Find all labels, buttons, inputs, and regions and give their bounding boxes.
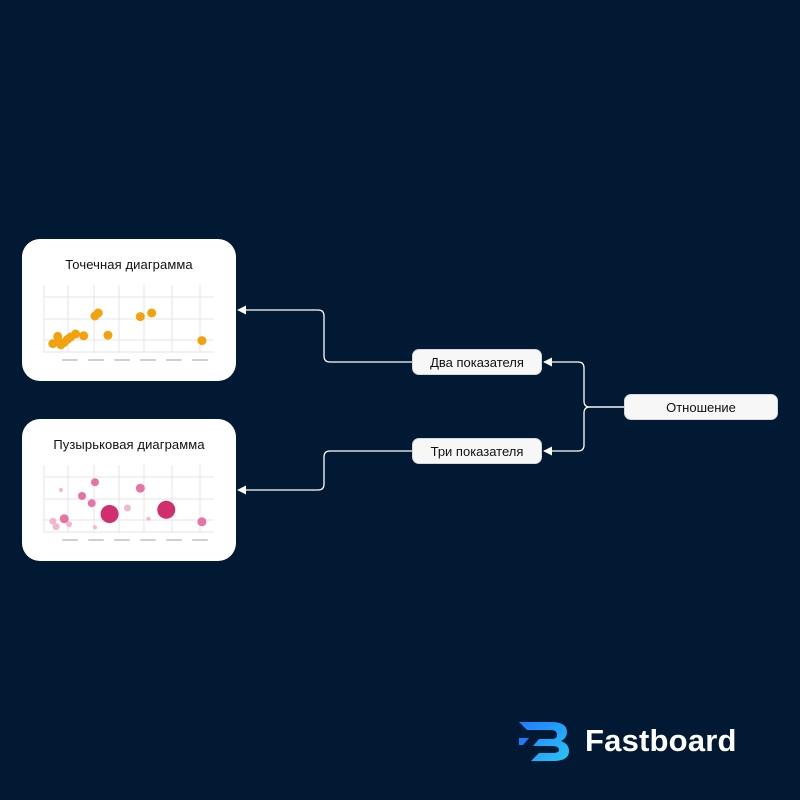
scatter-point (53, 331, 63, 341)
bubble-point (146, 516, 151, 521)
bubble-tick-placeholder (88, 539, 104, 541)
scatter-tick-placeholder (114, 359, 130, 361)
scatter-point (197, 336, 207, 346)
connector-two-to-scatter (237, 305, 412, 363)
bubble-tick-placeholder (62, 539, 78, 541)
bubble-tick-placeholder (140, 539, 156, 541)
bubble-tick-placeholder (166, 539, 182, 541)
connector-root-to-two (543, 357, 624, 408)
scatter-point (103, 330, 113, 340)
bubble-tick-placeholder (192, 539, 208, 541)
scatter-point (147, 308, 157, 318)
scatter-chart-title: Точечная диаграмма (65, 257, 193, 272)
bubble-point (92, 525, 97, 530)
bubble-point (52, 523, 60, 531)
bubble-point (58, 488, 63, 492)
node-three-metrics[interactable]: Три показателя (412, 438, 542, 464)
bubble-point (90, 478, 99, 487)
bubble-point (157, 500, 176, 519)
bubble-point (87, 499, 96, 508)
fastboard-logo: Fastboard (517, 718, 737, 764)
bubble-point (197, 517, 207, 527)
bubble-point (59, 514, 69, 524)
bubble-point (135, 483, 145, 493)
bubble-chart-card[interactable]: Пузырьковая диаграмма (22, 419, 236, 561)
logo-wordmark: Fastboard (585, 723, 737, 758)
bubble-point (49, 517, 57, 525)
connector-three-to-bubble (237, 450, 412, 495)
bubble-tick-placeholder (114, 539, 130, 541)
scatter-point (71, 329, 81, 339)
scatter-tick-placeholder (192, 359, 208, 361)
bubble-chart-plot (43, 465, 214, 541)
scatter-point (79, 331, 89, 341)
bubble-chart-title: Пузырьковая диаграмма (53, 437, 205, 452)
scatter-tick-placeholder (88, 359, 104, 361)
scatter-chart-card[interactable]: Точечная диаграмма (22, 239, 236, 381)
scatter-tick-placeholder (166, 359, 182, 361)
bubble-point (100, 505, 119, 523)
scatter-tick-placeholder (62, 359, 78, 361)
scatter-point (93, 308, 103, 318)
bubble-point (66, 521, 73, 528)
scatter-chart-plot (43, 285, 214, 361)
fastboard-logo-icon (519, 722, 569, 761)
scatter-tick-placeholder (140, 359, 156, 361)
bubble-point (78, 492, 87, 500)
node-two-metrics[interactable]: Два показателя (412, 349, 542, 375)
node-relation[interactable]: Отношение (624, 394, 778, 420)
connector-root-to-three (543, 406, 624, 456)
scatter-point (135, 312, 145, 322)
bubble-point (123, 504, 131, 512)
